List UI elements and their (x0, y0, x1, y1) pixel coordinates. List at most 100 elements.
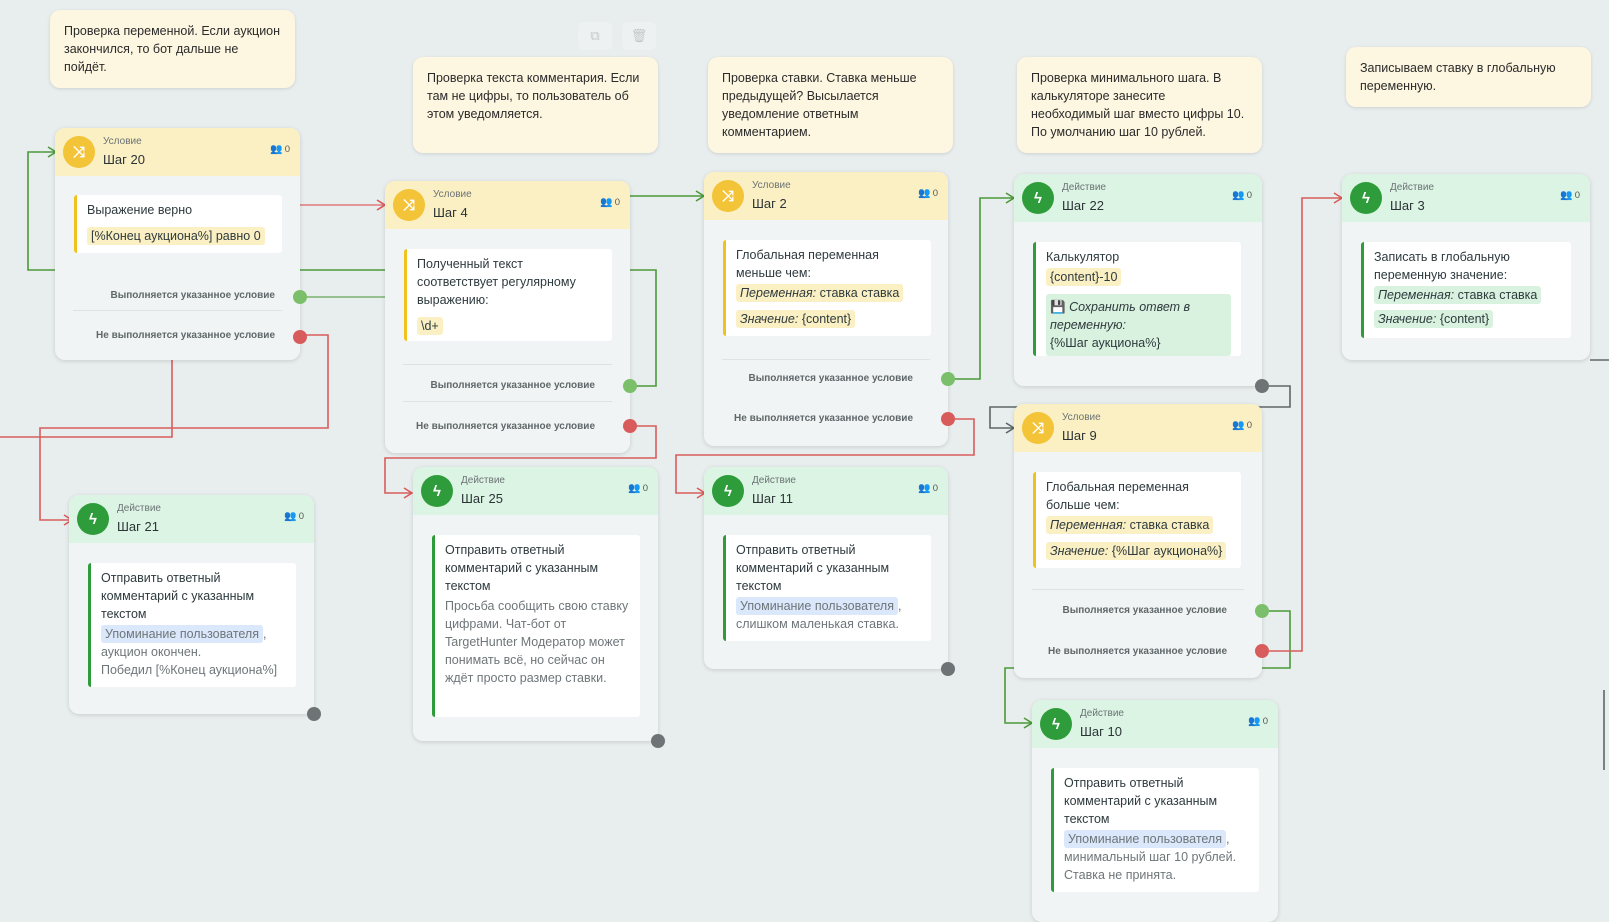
users-icon: 👥 (600, 197, 613, 208)
note-check-min-step[interactable]: Проверка минимального шага. В калькулято… (1017, 57, 1262, 153)
wire-20-no (39, 334, 329, 521)
node-type: Условие (1062, 412, 1101, 423)
node-step-20[interactable]: ⤨ Условие Шаг 20 👥0 Выражение верно [%Ко… (55, 128, 307, 360)
lightning-icon: ϟ (77, 503, 109, 535)
node-title: Шаг 3 (1390, 198, 1425, 213)
users-icon: 👥 (1248, 716, 1261, 727)
node-type: Условие (103, 136, 142, 147)
node-step-4[interactable]: ⤨ Условие Шаг 4 👥0 Полученный текст соот… (385, 181, 637, 453)
output-no-label: Не выполняется указанное условие (416, 421, 595, 432)
node-title: Шаг 4 (433, 205, 468, 220)
save-variable-block: 💾 Сохранить ответ в переменную:{%Шаг аук… (1046, 294, 1231, 356)
value-chip: Значение: {content} (1374, 310, 1494, 328)
node-type: Действие (1080, 708, 1124, 719)
subscriber-count: 👥0 (1248, 716, 1268, 727)
mention-chip: Упоминание пользователя (1064, 830, 1226, 848)
output-no-port[interactable] (941, 412, 955, 426)
copy-button[interactable]: ⧉ (578, 22, 612, 50)
output-yes-label: Выполняется указанное условие (1062, 605, 1228, 616)
value-chip: Значение: {content} (736, 310, 856, 328)
output-no-port[interactable] (623, 419, 637, 433)
value-chip: Значение: {%Шаг аукциона%} (1046, 542, 1227, 560)
output-yes-port[interactable] (293, 290, 307, 304)
node-step-10[interactable]: ϟ Действие Шаг 10 👥0 Отправить ответный … (1032, 700, 1278, 922)
subscriber-count: 👥0 (918, 188, 938, 199)
output-port[interactable] (307, 707, 321, 721)
shuffle-icon: ⤨ (393, 189, 425, 221)
output-port[interactable] (1255, 379, 1269, 393)
subscriber-count: 👥0 (1232, 420, 1252, 431)
shuffle-icon: ⤨ (63, 136, 95, 168)
node-title: Шаг 2 (752, 196, 787, 211)
output-yes-port[interactable] (941, 372, 955, 386)
variable-chip: Переменная: ставка ставка (736, 284, 904, 302)
output-no-port[interactable] (293, 330, 307, 344)
node-step-2[interactable]: ⤨ Условие Шаг 2 👥0 Глобальная переменная… (704, 172, 955, 446)
output-yes-port[interactable] (1255, 604, 1269, 618)
node-header: ⤨ Условие Шаг 2 👥0 (704, 172, 948, 220)
note-check-variable[interactable]: Проверка переменной. Если аукцион законч… (50, 10, 295, 88)
node-header: ⤨ Условие Шаг 4 👥0 (385, 181, 630, 229)
subscriber-count: 👥0 (1560, 190, 1580, 201)
output-no-label: Не выполняется указанное условие (734, 413, 913, 424)
action-body[interactable]: Записать в глобальную переменную значени… (1361, 242, 1571, 338)
node-type: Действие (1062, 182, 1106, 193)
action-body[interactable]: Калькулятор {content}-10 💾 Сохранить отв… (1033, 242, 1241, 356)
node-type: Действие (1390, 182, 1434, 193)
wire-2-yes (948, 197, 1014, 380)
output-yes-port[interactable] (623, 379, 637, 393)
output-yes-label: Выполняется указанное условие (110, 290, 276, 301)
lightning-icon: ϟ (421, 475, 453, 507)
node-step-21[interactable]: ϟ Действие Шаг 21 👥0 Отправить ответный … (69, 495, 321, 721)
node-step-22[interactable]: ϟ Действие Шаг 22 👥0 Калькулятор {conten… (1014, 174, 1269, 393)
node-title: Шаг 21 (117, 519, 159, 534)
note-check-comment[interactable]: Проверка текста комментария. Если там не… (413, 57, 658, 153)
message-text: Победил [%Конец аукциона%] (101, 663, 278, 677)
node-step-25[interactable]: ϟ Действие Шаг 25 👥0 Отправить ответный … (413, 467, 665, 748)
action-text: Записать в глобальную переменную значени… (1374, 250, 1510, 282)
variable-chip: Переменная: ставка ставка (1046, 516, 1214, 534)
wire-9-no (1262, 197, 1342, 652)
users-icon: 👥 (270, 144, 283, 155)
node-header: ϟ Действие Шаг 10 👥0 (1032, 700, 1278, 748)
node-title: Шаг 11 (752, 491, 793, 506)
subscriber-count: 👥0 (600, 197, 620, 208)
output-yes-label: Выполняется указанное условие (748, 373, 914, 384)
node-step-9[interactable]: ⤨ Условие Шаг 9 👥0 Глобальная переменная… (1014, 404, 1269, 678)
action-body[interactable]: Отправить ответный комментарий с указанн… (88, 563, 296, 687)
note-write-bid[interactable]: Записываем ставку в глобальную переменну… (1346, 47, 1591, 107)
output-port[interactable] (651, 734, 665, 748)
node-type: Действие (752, 475, 796, 486)
lightning-icon: ϟ (1350, 182, 1382, 214)
mention-chip: Упоминание пользователя (736, 597, 898, 615)
node-title: Шаг 20 (103, 152, 145, 167)
output-no-label: Не выполняется указанное условие (96, 330, 275, 341)
output-no-port[interactable] (1255, 644, 1269, 658)
node-type: Условие (752, 180, 791, 191)
node-title: Шаг 25 (461, 491, 503, 506)
condition-body[interactable]: Полученный текст соответствует регулярно… (404, 249, 612, 341)
action-text: Отправить ответный комментарий с указанн… (1064, 776, 1218, 826)
condition-body[interactable]: Глобальная переменная больше чем: Переме… (1033, 472, 1241, 568)
delete-button[interactable]: 🗑 (622, 22, 656, 50)
node-header: ϟ Действие Шаг 11 👥0 (704, 467, 948, 515)
node-type: Действие (117, 503, 161, 514)
subscriber-count: 👥0 (270, 144, 290, 155)
condition-body[interactable]: Выражение верно [%Конец аукциона%] равно… (74, 195, 282, 253)
node-type: Действие (461, 475, 505, 486)
condition-body[interactable]: Глобальная переменная меньше чем: Переме… (723, 240, 931, 336)
note-check-bid[interactable]: Проверка ставки. Ставка меньше предыдуще… (708, 57, 953, 153)
action-body[interactable]: Отправить ответный комментарий с указанн… (432, 535, 640, 717)
output-port[interactable] (941, 662, 955, 676)
action-body[interactable]: Отправить ответный комментарий с указанн… (1051, 768, 1259, 892)
shuffle-icon: ⤨ (1022, 412, 1054, 444)
users-icon: 👥 (1232, 190, 1245, 201)
regex-chip: \d+ (417, 317, 443, 335)
node-header: ϟ Действие Шаг 21 👥0 (69, 495, 314, 543)
node-step-3[interactable]: ϟ Действие Шаг 3 👥0 Записать в глобальну… (1342, 174, 1590, 360)
output-yes-label: Выполняется указанное условие (430, 380, 596, 391)
action-body[interactable]: Отправить ответный комментарий с указанн… (723, 535, 931, 641)
message-text: Просьба сообщить свою ставку цифрами. Ча… (445, 599, 629, 685)
node-step-11[interactable]: ϟ Действие Шаг 11 👥0 Отправить ответный … (704, 467, 955, 676)
